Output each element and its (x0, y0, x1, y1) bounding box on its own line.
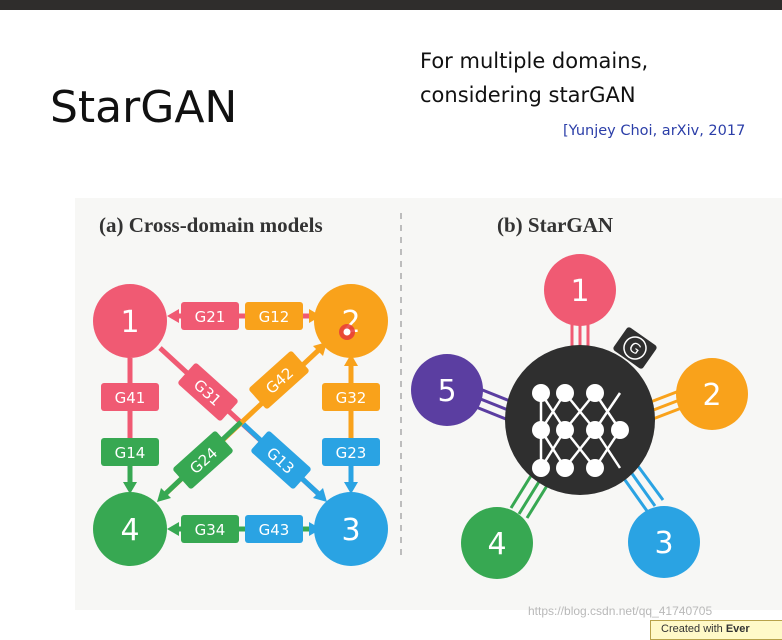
stamp-brand: Ever (725, 623, 750, 635)
slide-title: StarGAN (50, 82, 238, 133)
edge-label-G12: G12 (259, 308, 290, 326)
edge-box-G32 (322, 383, 380, 411)
edge-label-G41: G41 (115, 389, 146, 407)
edge-label-G14: G14 (115, 444, 146, 462)
subtitle-line-2: considering starGAN (420, 83, 636, 107)
arrowhead-down-to-4 (123, 482, 137, 494)
panel-a-title: (a) Cross-domain models (99, 213, 323, 237)
pointer-dot-center (343, 328, 351, 336)
created-with-stamp: Created with Ever (650, 620, 782, 640)
panel-a-node-1 (93, 284, 167, 358)
panel-b-node-4-label: 4 (487, 527, 506, 562)
panel-a-node-4-label: 4 (120, 513, 139, 548)
top-bar (0, 0, 782, 10)
nn-node (556, 421, 574, 439)
edge-label-G32: G32 (336, 389, 367, 407)
stargan-figure-svg: (a) Cross-domain models (b) StarGAN G21 … (93, 213, 748, 579)
watermark-url: https://blog.csdn.net/qq_41740705 (528, 604, 713, 618)
edge-G42-group: G42 (249, 351, 309, 409)
edge-label-G21: G21 (195, 308, 226, 326)
edge-box-G24 (173, 431, 233, 489)
nn-node (532, 459, 550, 477)
panel-b-node-2-label: 2 (702, 378, 721, 413)
stamp-prefix: Created with (661, 623, 726, 635)
arrowhead-diag-to-3 (313, 488, 327, 502)
neural-net-icon (532, 384, 629, 477)
panel-b-node-5-label: 5 (437, 374, 456, 409)
edge-box-G13 (251, 431, 311, 489)
edge-box-G14 (101, 438, 159, 466)
edge-box-G12 (245, 302, 303, 330)
edge-box-G41 (101, 383, 159, 411)
panel-b-title: (b) StarGAN (497, 213, 613, 237)
nn-node (532, 384, 550, 402)
nn-node (532, 421, 550, 439)
edge-label-G34: G34 (195, 521, 226, 539)
nn-node (586, 421, 604, 439)
edge-label-G43: G43 (259, 521, 290, 539)
arrowhead-down-to-3 (344, 482, 358, 494)
nn-node (556, 459, 574, 477)
stargan-figure: (a) Cross-domain models (b) StarGAN G21 … (75, 198, 782, 610)
arrowhead-to-1 (167, 309, 179, 323)
panel-a-node-1-label: 1 (120, 305, 139, 340)
panel-a-node-3 (314, 492, 388, 566)
arrowhead-up-to-2 (344, 354, 358, 366)
panel-b-node-2 (676, 358, 748, 430)
panel-b-node-5 (411, 354, 483, 426)
slide-subtitle: For multiple domains, considering starGA… (420, 44, 648, 112)
panel-a-node-3-label: 3 (341, 513, 360, 548)
panel-a-node-4 (93, 492, 167, 566)
panel-b-node-1 (544, 254, 616, 326)
generator-tag-circle (623, 336, 647, 360)
generator-hub (505, 345, 655, 495)
arrowhead-diag-to-4 (157, 488, 171, 502)
generator-tag: G (613, 327, 657, 369)
edge-box-G42 (249, 351, 309, 409)
panel-b-node-3 (628, 506, 700, 578)
panel-b-node-3-label: 3 (654, 526, 673, 561)
panel-a-node-2 (314, 284, 388, 358)
nn-node (611, 421, 629, 439)
edge-box-G43 (245, 515, 303, 543)
edge-box-G31 (178, 363, 238, 421)
edge-box-G23 (322, 438, 380, 466)
panel-b-node-4 (461, 507, 533, 579)
arrowhead-to-4 (167, 522, 179, 536)
nn-node (556, 384, 574, 402)
citation: [Yunjey Choi, arXiv, 2017 (563, 123, 746, 139)
edge-box-G34 (181, 515, 239, 543)
edge-label-G23: G23 (336, 444, 367, 462)
nn-node (586, 459, 604, 477)
subtitle-line-1: For multiple domains, (420, 49, 649, 73)
nn-node (586, 384, 604, 402)
edge-box-G21 (181, 302, 239, 330)
panel-b-node-1-label: 1 (570, 274, 589, 309)
